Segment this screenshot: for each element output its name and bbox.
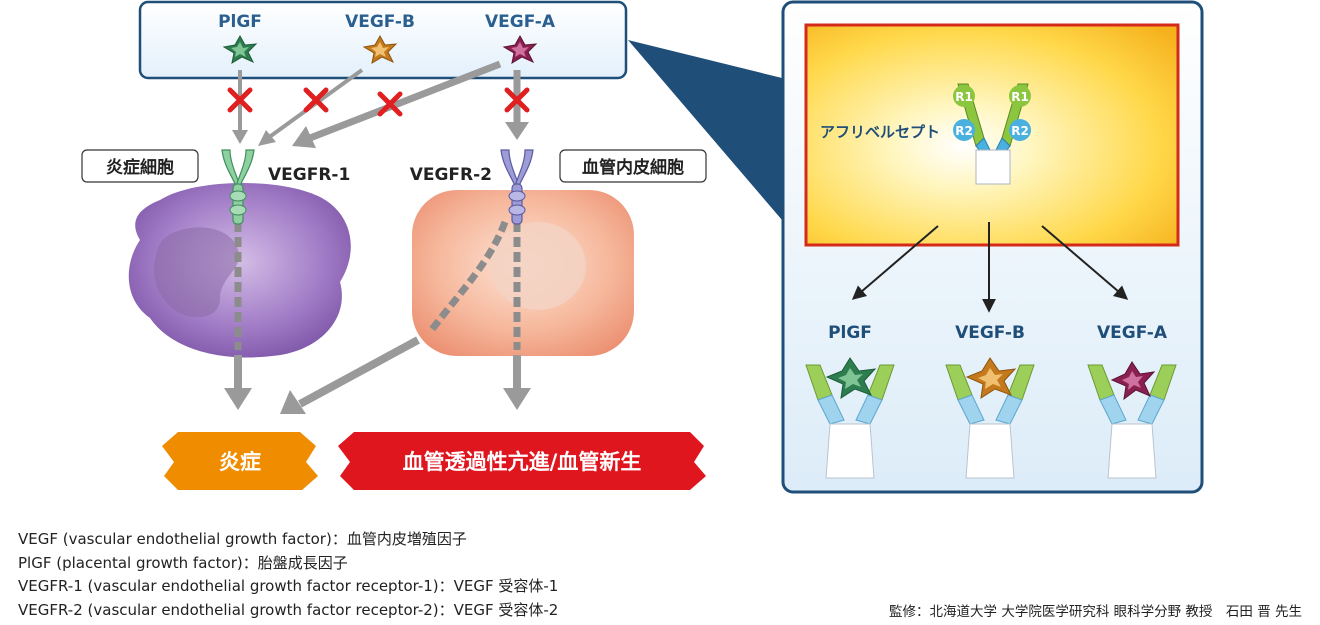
ligand-label-vegfa: VEGF-A — [485, 12, 556, 32]
bound-label-plgf: PlGF — [828, 323, 872, 343]
endothelial-cell-label: 血管内皮細胞 — [582, 157, 684, 178]
bound-vegfa-complex-icon — [1087, 361, 1177, 479]
domain-r1-left — [953, 85, 975, 107]
bound-plgf-complex-icon — [805, 357, 895, 479]
ligand-label-plgf: PlGF — [218, 12, 262, 32]
bound-label-vegfa: VEGF-A — [1097, 323, 1168, 343]
legend-line-vegfr1: VEGFR-1 (vascular endothelial growth fac… — [18, 577, 559, 595]
domain-r1-label-left: R1 — [955, 90, 973, 104]
endothelial-cell-nucleus — [490, 222, 586, 310]
inflammation-label: 炎症 — [219, 450, 261, 474]
vegfr2-receptor-icon — [500, 149, 534, 225]
ligand-label-vegfb: VEGF-B — [345, 12, 415, 32]
block-x-icons — [227, 87, 530, 117]
vegfr1-label: VEGFR-1 — [268, 165, 350, 185]
block-x-icon — [504, 87, 530, 113]
vegfr2-branch-dashed — [427, 220, 509, 335]
inflammatory-cell-label-box — [81, 149, 199, 183]
legend-line-vegfr2: VEGFR-2 (vascular endothelial growth fac… — [18, 600, 559, 619]
domain-r2-left — [953, 119, 975, 141]
abbreviation-legend: VEGF (vascular endothelial growth factor… — [18, 528, 558, 622]
block-x-icon — [227, 87, 253, 113]
ligand-box — [138, 0, 628, 80]
angiogenesis-label: 血管透過性亢進/血管新生 — [403, 450, 642, 474]
vegfb-star-icon — [362, 34, 398, 65]
block-x-icon — [377, 91, 403, 117]
vegfa-star-icon — [502, 34, 538, 65]
block-x-icon — [303, 87, 329, 113]
binding-arrows — [851, 222, 1129, 313]
bound-label-vegfb: VEGF-B — [955, 323, 1025, 343]
bound-vegfb-complex-icon — [945, 357, 1035, 479]
domain-r1-right — [1009, 85, 1031, 107]
supervisor-credit: 監修：北海道大学 大学院医学研究科 眼科学分野 教授 石田 晋 先生 — [889, 604, 1302, 620]
domain-r2-label-right: R2 — [1011, 124, 1029, 138]
inflammatory-cell-label: 炎症細胞 — [106, 157, 174, 178]
angiogenesis-badge — [338, 432, 706, 490]
endothelial-cell-label-box — [559, 149, 707, 183]
aflibercept-label: アフリベルセプト — [820, 123, 940, 141]
legend-line-vegf: VEGF (vascular endothelial growth factor… — [18, 530, 467, 548]
domain-r1-label-right: R1 — [1011, 90, 1029, 104]
plgf-star-icon — [222, 34, 258, 65]
zoom-wedge — [628, 40, 782, 220]
aflibercept-molecule-icon: R1 R1 R2 R2 — [953, 83, 1031, 185]
domain-r2-right — [1009, 119, 1031, 141]
domain-r2-label-left: R2 — [955, 124, 973, 138]
legend-line-plgf: PlGF (placental growth factor)：胎盤成長因子 — [18, 553, 348, 572]
inflammation-badge — [162, 432, 318, 490]
aflibercept-zoom-box — [804, 23, 1180, 247]
vegfr2-label: VEGFR-2 — [410, 165, 492, 185]
vegfr1-receptor-icon — [221, 149, 255, 225]
downstream-arrows — [224, 336, 531, 414]
inflammatory-cell-nucleus — [154, 227, 240, 318]
